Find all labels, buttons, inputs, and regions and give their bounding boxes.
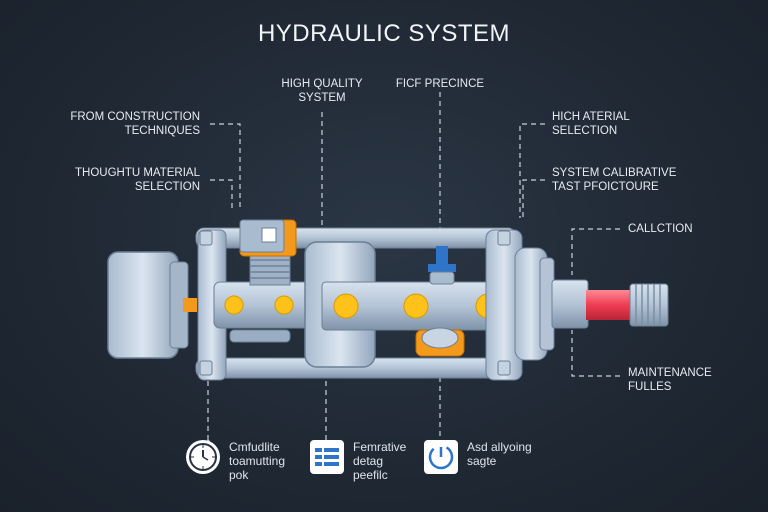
piston-rod <box>551 279 669 329</box>
page-title: HYDRAULIC SYSTEM <box>257 20 511 47</box>
legend-item-list: Femrative detag peefilc <box>310 440 406 482</box>
blue-valve <box>428 246 456 285</box>
label-thoughtu: THOUGHTU MATERIAL SELECTION <box>74 167 200 193</box>
label-high-quality: HIGH QUALITY SYSTEM <box>281 78 363 104</box>
label-calibrative: SYSTEM CALIBRATIVE TAST PFOICTOURE <box>552 167 677 193</box>
legend-item-clock: Cmfudlite toamutting pok <box>186 440 285 482</box>
label-material-selection: HICH ATERIAL SELECTION <box>552 111 630 137</box>
legend-item-power: Asd allyoing sagte <box>424 440 532 474</box>
right-housing <box>514 247 555 361</box>
label-precince: FICF PRECINCE <box>395 78 485 90</box>
leader-lines <box>207 92 620 440</box>
legend-text-power: Asd allyoing sagte <box>467 440 532 468</box>
orange-coupler <box>183 298 197 312</box>
clock-icon <box>186 440 220 474</box>
label-callction: CALLCTION <box>628 223 693 235</box>
label-construction: FROM CONSTRUCTION TECHNIQUES <box>70 111 200 137</box>
left-cylinder <box>213 281 325 343</box>
power-gauge-icon <box>424 440 458 474</box>
main-body <box>304 241 513 368</box>
legend-text-clock: Cmfudlite toamutting pok <box>229 440 286 482</box>
legend-text-list: Femrative detag peefilc <box>353 440 407 482</box>
list-icon <box>310 440 344 474</box>
top-valve <box>239 219 297 286</box>
threaded-end <box>629 283 669 327</box>
frame-bolts <box>199 230 511 376</box>
end-cap-left <box>107 251 189 359</box>
bottom-valve <box>415 327 465 357</box>
label-maintenance: MAINTENANCE FULLES <box>628 367 712 393</box>
